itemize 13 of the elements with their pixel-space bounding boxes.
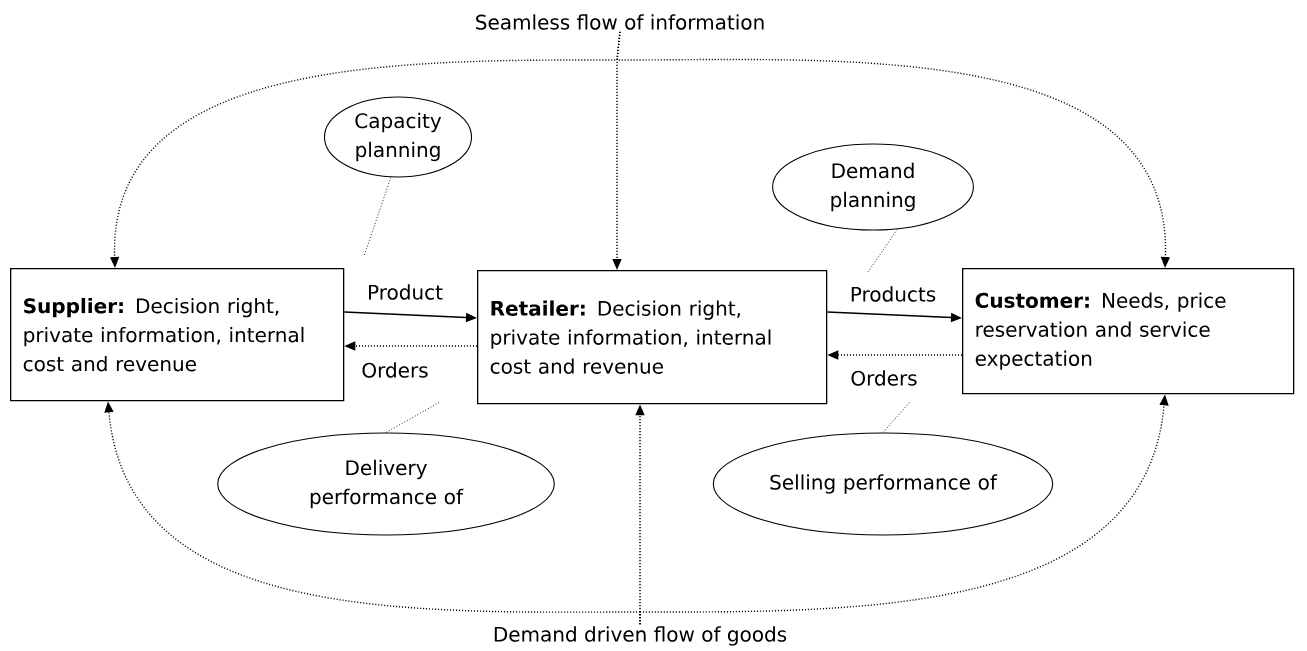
edge-label: Orders — [360, 361, 430, 379]
leader-line — [385, 401, 441, 433]
leader-line — [363, 176, 392, 257]
edge-label: Orders — [849, 369, 919, 387]
leader-line — [867, 228, 898, 273]
edge-label: Products — [848, 285, 938, 303]
flow-heading: Seamless flow of information — [476, 14, 764, 30]
customer-box: Customer: Needs, price reservation and service expectation — [962, 268, 1295, 395]
retailer-box: Retailer: Decision right, private information, internal cost and revenue — [477, 270, 828, 405]
supplier-box: Supplier: Decision right, private information, internal cost and revenue — [10, 268, 345, 402]
flow-heading: Demand driven flow of goods — [494, 626, 787, 646]
edge-label: Product — [366, 283, 444, 301]
leader-line — [882, 401, 911, 433]
